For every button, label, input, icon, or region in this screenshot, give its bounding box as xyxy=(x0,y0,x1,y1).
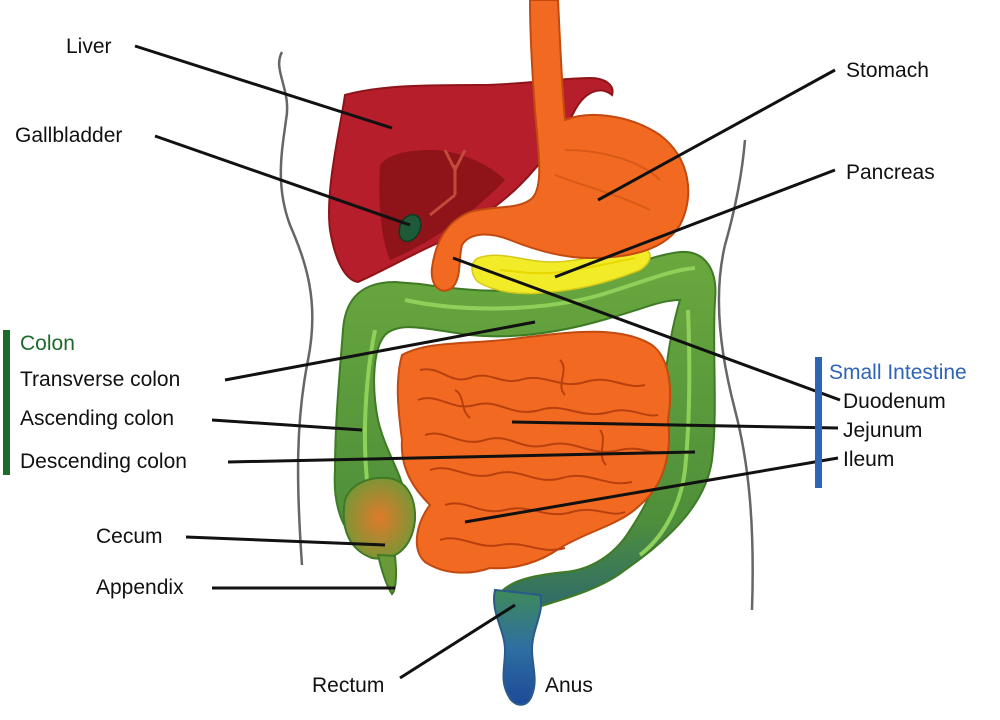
small-intestine-group-title: Small Intestine xyxy=(829,361,967,384)
label-descending-colon: Descending colon xyxy=(20,450,187,473)
intestine-folds xyxy=(417,359,661,551)
leader-gallbladder xyxy=(154,134,411,227)
leader-stomach xyxy=(597,68,836,202)
label-jejunum: Jejunum xyxy=(843,419,923,442)
leader-ascending-colon xyxy=(211,418,363,432)
appendix-shape xyxy=(376,553,397,596)
label-appendix: Appendix xyxy=(96,576,184,599)
leader-duodenum xyxy=(452,256,841,402)
leader-ileum xyxy=(464,456,839,524)
label-ileum: Ileum xyxy=(843,448,895,471)
colon-group-title: Colon xyxy=(20,332,75,355)
colon-ridge-descending xyxy=(638,309,692,557)
bile-duct xyxy=(429,149,467,217)
label-rectum: Rectum xyxy=(312,674,385,697)
body-outline-right xyxy=(717,139,754,611)
stomach-shape xyxy=(430,0,690,292)
colon-group-bar xyxy=(3,330,10,475)
leader-rectum xyxy=(399,603,516,680)
label-pancreas: Pancreas xyxy=(846,161,935,184)
label-transverse-colon: Transverse colon xyxy=(20,368,181,391)
label-liver: Liver xyxy=(66,35,112,58)
leader-pancreas xyxy=(554,168,836,279)
cecum-shape xyxy=(342,476,417,560)
leader-cecum xyxy=(185,535,386,547)
leader-transverse-colon xyxy=(224,320,536,382)
label-duodenum: Duodenum xyxy=(843,390,946,413)
leader-jejunum xyxy=(511,420,839,430)
small-intestine-group-bar xyxy=(815,357,822,488)
pancreas-detail xyxy=(499,257,636,275)
leader-liver xyxy=(134,44,393,130)
leader-lines xyxy=(134,44,841,680)
label-gallbladder: Gallbladder xyxy=(15,124,123,147)
label-anus: Anus xyxy=(545,674,593,697)
colon-ridge-transverse xyxy=(404,266,696,311)
body-outline-left xyxy=(277,51,314,566)
label-ascending-colon: Ascending colon xyxy=(20,407,175,430)
rectum-shape xyxy=(493,588,543,706)
gallbladder-shape xyxy=(398,213,422,243)
stomach-rugae xyxy=(554,149,661,211)
leader-descending-colon xyxy=(227,450,696,464)
label-cecum: Cecum xyxy=(96,525,163,548)
label-stomach: Stomach xyxy=(846,59,929,82)
